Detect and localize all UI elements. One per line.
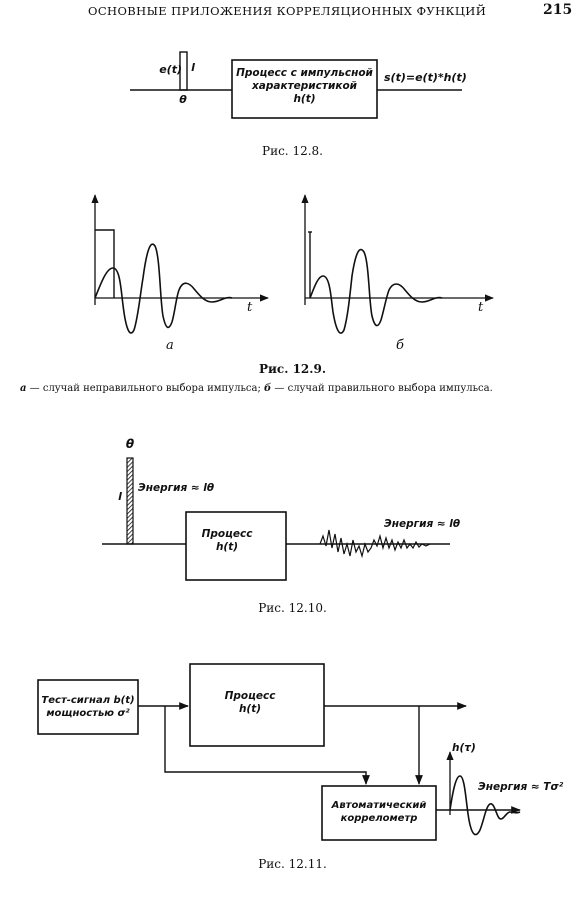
output-energy-label: Энергия ≈ lθ <box>384 518 461 530</box>
axis-t-a: t <box>247 300 253 315</box>
subcaption-text-b: — случай правильного выбора импульса. <box>271 383 493 394</box>
process-box-11 <box>189 663 325 747</box>
correlometer-line1: Автоматический <box>331 800 427 811</box>
correlometer-box <box>321 785 437 841</box>
fig-12-9-caption: Рис. 12.9. <box>259 362 326 376</box>
fig-12-9a-drawing <box>91 194 269 334</box>
panel-a-label: а <box>166 338 174 353</box>
correlation-output-curve <box>449 775 521 836</box>
panel-b-label: б <box>396 338 404 353</box>
fig-12-9-subcaption: а — случай неправильного выбора импульса… <box>20 383 580 394</box>
page-number: 215 <box>543 2 573 18</box>
process-box-line3: h(t) <box>293 93 316 105</box>
test-signal-box-text: Тест-сигнал b(t) мощностью σ² <box>38 694 138 720</box>
subcaption-text-a: — случай неправильного выбора импульса; <box>26 383 264 394</box>
noisy-response <box>319 529 431 559</box>
fig-12-9b-drawing <box>301 194 494 334</box>
fig-12-10-drawing <box>102 457 450 581</box>
fig-12-8-drawing <box>130 51 462 119</box>
pulse-height-label-10: l <box>118 490 122 503</box>
process-box-11-text: Процесс h(t) <box>200 690 300 716</box>
process-box-line2: характеристикой <box>251 80 358 92</box>
test-signal-line2: мощностью σ² <box>46 708 130 719</box>
subcaption-key-b: б <box>264 383 272 394</box>
fig-12-8-caption: Рис. 12.8. <box>262 144 323 158</box>
input-energy-label: Энергия ≈ lθ <box>138 482 215 494</box>
process-box-10-line2: h(t) <box>215 541 239 553</box>
correlometer-line2: коррелометр <box>340 813 418 824</box>
input-pulse <box>179 51 188 91</box>
fig-12-11-drawing <box>37 663 521 841</box>
output-signal-label: s(t)=e(t)*h(t) <box>384 71 467 84</box>
process-box-10 <box>185 511 287 581</box>
fig-12-11-caption: Рис. 12.11. <box>258 857 327 871</box>
process-box-line1: Процесс с импульсной <box>236 67 373 79</box>
process-box-11-line2: h(t) <box>238 703 262 715</box>
process-box-text: Процесс с импульсной характеристикой h(t… <box>232 67 377 106</box>
correlometer-box-text: Автоматический коррелометр <box>322 799 436 825</box>
output-energy-11-label: Энергия ≈ Tσ² <box>478 781 564 793</box>
pulse-height-label: l <box>191 61 195 74</box>
response-curve-b <box>309 248 443 334</box>
fig-12-10-caption: Рис. 12.10. <box>258 601 327 615</box>
running-title: ОСНОВНЫЕ ПРИЛОЖЕНИЯ КОРРЕЛЯЦИОННЫХ ФУНКЦ… <box>88 4 487 18</box>
process-box-10-line1: Процесс <box>201 528 253 540</box>
pulse-width-label-10: θ <box>125 437 135 451</box>
test-signal-line1: Тест-сигнал b(t) <box>41 695 135 706</box>
axis-t-b: t <box>478 300 484 315</box>
hatched-pulse <box>126 457 134 545</box>
response-curve-a <box>94 243 233 334</box>
subcaption-key-a: а <box>20 383 27 394</box>
process-box-11-line1: Процесс <box>224 690 276 702</box>
test-signal-box <box>37 679 139 735</box>
page-header: ОСНОВНЫЕ ПРИЛОЖЕНИЯ КОРРЕЛЯЦИОННЫХ ФУНКЦ… <box>0 0 585 22</box>
process-box-10-text: Процесс h(t) <box>192 528 262 554</box>
input-signal-label: e(t) <box>159 63 182 76</box>
pulse-width-label: θ <box>179 93 187 106</box>
process-box <box>231 59 378 119</box>
wrong-pulse <box>95 229 115 298</box>
output-h-tau-label: h(τ) <box>452 742 476 754</box>
